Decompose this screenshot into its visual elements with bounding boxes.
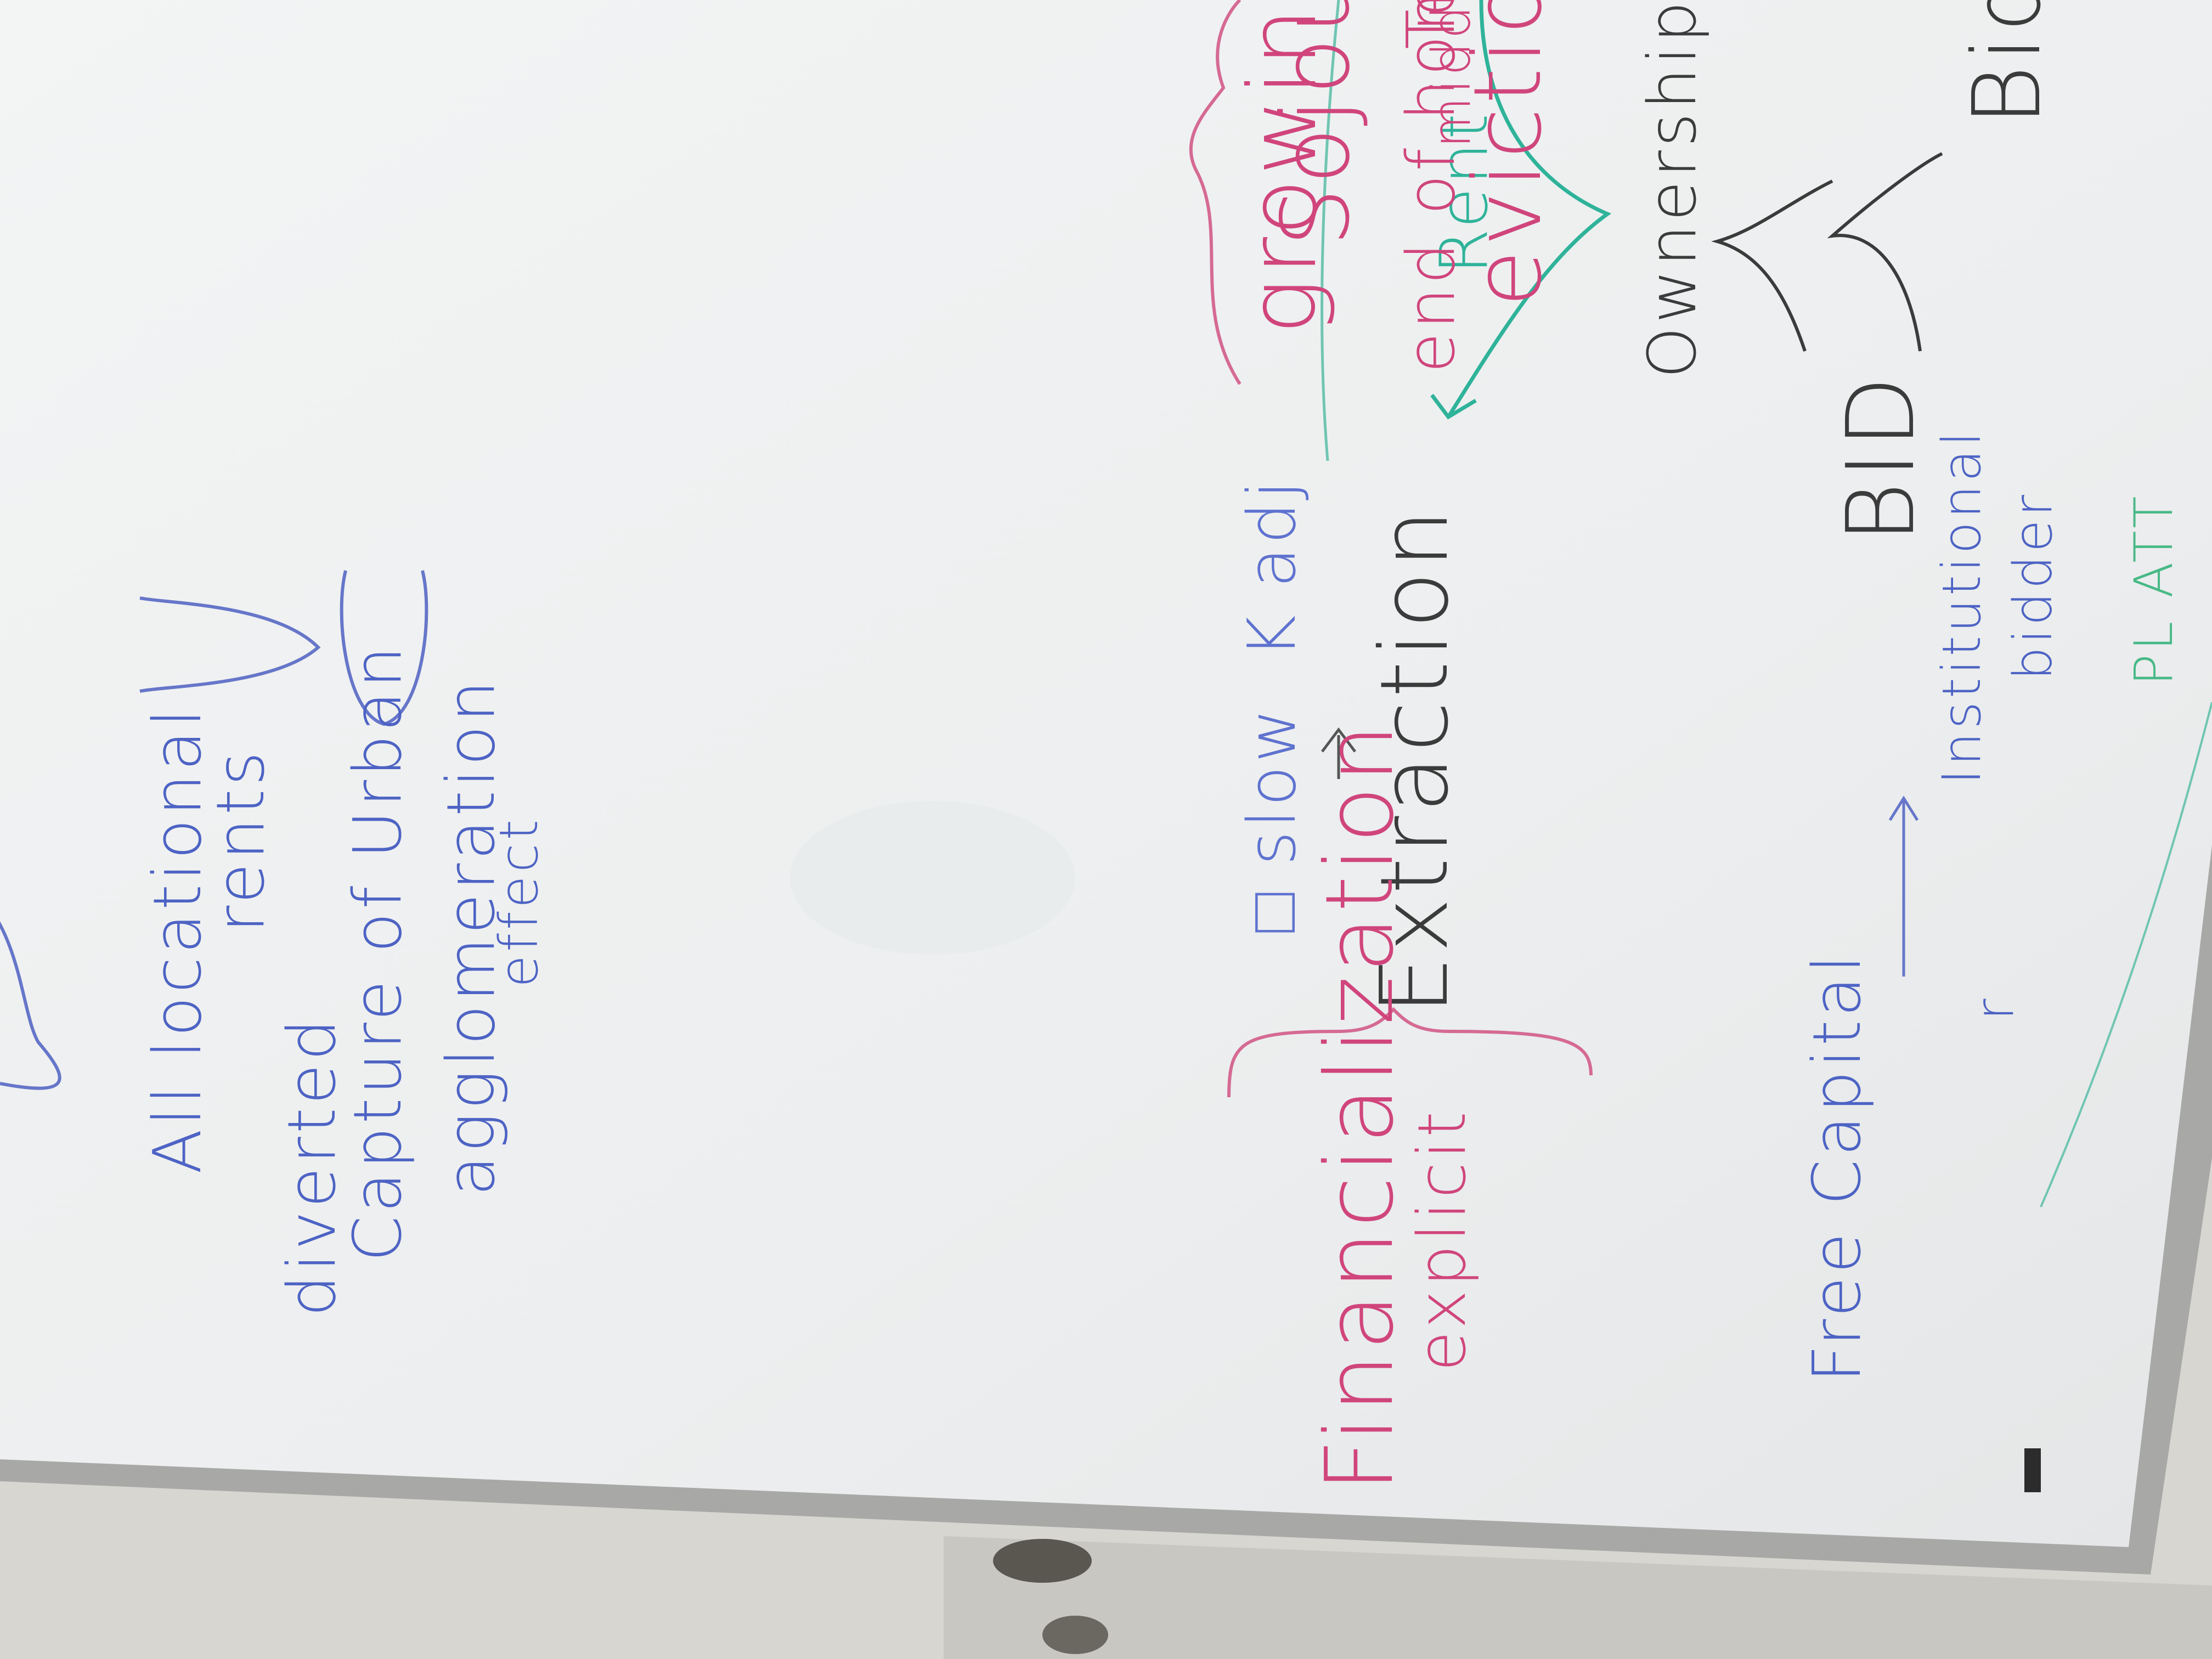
marker-tray [944,1536,2212,1659]
text-growing: growing [1229,0,1338,335]
text-ownership: Ownership [1635,0,1711,379]
pink-bracket [1227,1007,1593,1098]
text-explicit: explicit [1404,1108,1481,1372]
teal-arrowhead [1430,393,1477,420]
board-surface [0,0,2212,1547]
text-effect: effect [488,816,550,988]
text-capture-of-urban: Capture of Urban [340,642,416,1262]
text-bidder: bidder [2002,491,2064,680]
text-k-adj: K adj [1234,477,1311,658]
blue-brace-line [139,596,321,693]
blue-brace-main [340,570,428,726]
green-curve [2040,702,2212,1207]
black-up-arrow [1711,179,1833,352]
teal-rent-arrow [1447,0,1612,418]
text-financialization: Financialization [1306,720,1414,1492]
text-footer-scrawl: PL ATT [2123,493,2185,686]
text-bid-1: BID [1827,373,1936,543]
text-r: r [1964,995,2025,1020]
text-institutional: Institutional [1931,428,1993,785]
brand-sticker [2024,1448,2041,1492]
pink-wave [1189,0,1242,385]
slow-arrow [1321,727,1356,779]
blue-arrow [1888,795,1919,977]
teal-divider [1321,0,1340,461]
blue-brace [0,891,61,1090]
black-curve [1827,152,1943,352]
eraser-smudge [790,801,1075,955]
text-middle: midd [1421,2,1482,148]
text-rents: rents [203,748,279,933]
text-free-capital: Free Capital [1799,951,1876,1383]
stand-knob-1 [993,1539,1092,1583]
text-bid-2: Bid [1953,0,2062,126]
stand-knob-2 [1042,1616,1108,1654]
text-slow: □ slow [1234,705,1311,933]
text-diverted: diverted [274,1015,351,1317]
